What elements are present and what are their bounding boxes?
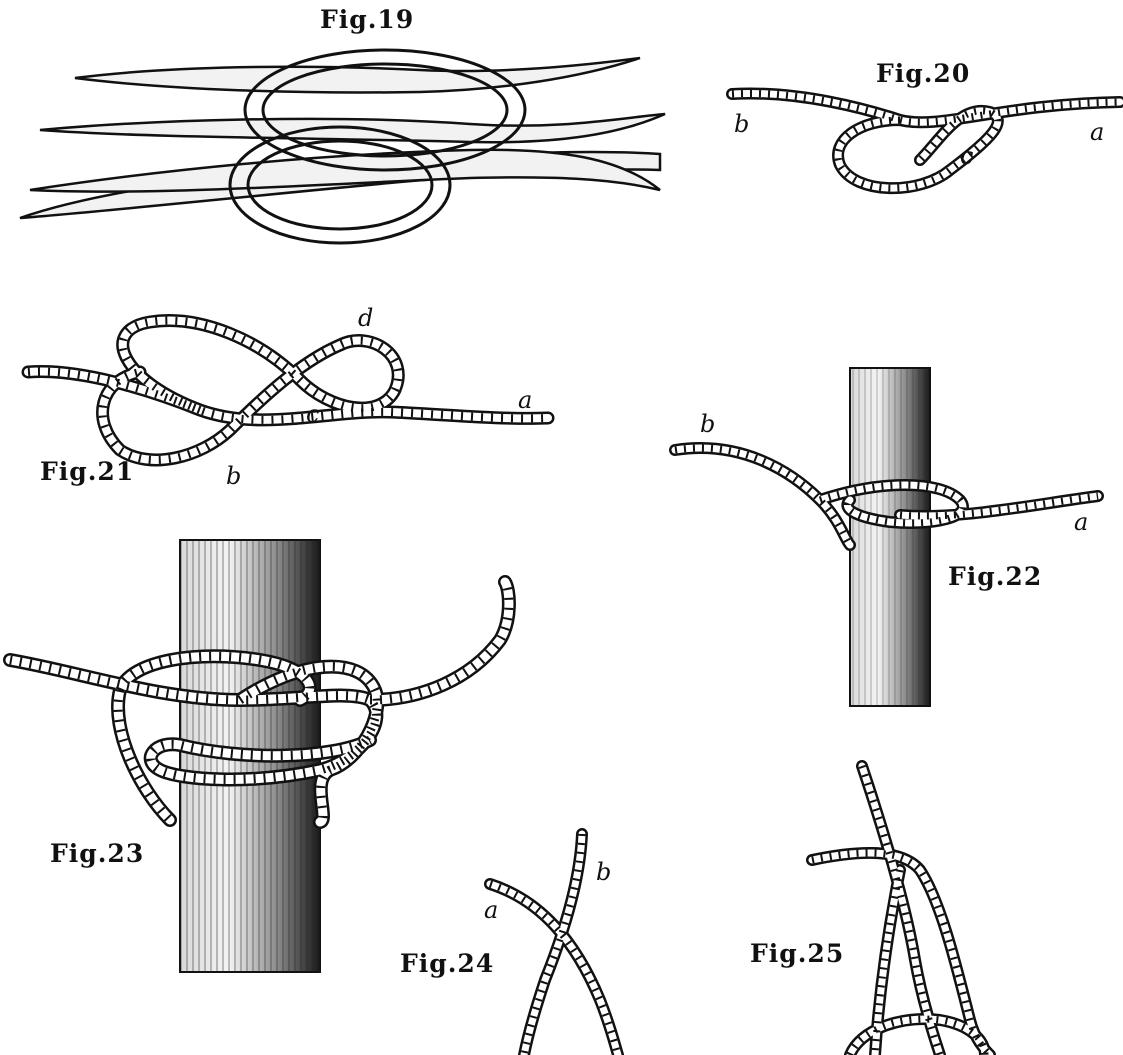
fig19-caption: Fig.19 bbox=[320, 5, 414, 34]
fig25-caption: Fig.25 bbox=[750, 939, 844, 968]
fig24-label-b: b bbox=[596, 858, 611, 886]
figure-21: Fig.21 d c a b bbox=[28, 304, 548, 490]
fig24-label-a: a bbox=[484, 896, 498, 924]
figure-20: Fig.20 b a c bbox=[732, 59, 1120, 188]
fig21-label-c: c bbox=[306, 400, 319, 428]
fig20-label-c: c bbox=[960, 142, 973, 170]
fig22-label-b: b bbox=[700, 410, 715, 438]
fig21-label-d: d bbox=[358, 304, 373, 332]
fig24-caption: Fig.24 bbox=[400, 949, 494, 978]
fig23-caption: Fig.23 bbox=[50, 839, 144, 868]
fig21-caption: Fig.21 bbox=[40, 457, 134, 486]
fig20-caption: Fig.20 bbox=[876, 59, 970, 88]
fig22-label-a: a bbox=[1074, 508, 1088, 536]
figure-25: Fig.25 bbox=[750, 766, 990, 1055]
fig19-strands bbox=[20, 58, 665, 218]
fig21-label-a: a bbox=[518, 386, 532, 414]
fig20-label-b: b bbox=[734, 110, 749, 138]
fig22-caption: Fig.22 bbox=[948, 562, 1042, 591]
figure-23: Fig.23 bbox=[10, 540, 509, 972]
fig25-rope bbox=[812, 766, 990, 1055]
figure-19: Fig.19 bbox=[20, 5, 665, 243]
figure-22: Fig.22 b a bbox=[675, 368, 1098, 706]
figure-24: Fig.24 a b bbox=[400, 834, 618, 1055]
fig20-label-a: a bbox=[1090, 118, 1104, 146]
fig21-label-b: b bbox=[226, 462, 241, 490]
